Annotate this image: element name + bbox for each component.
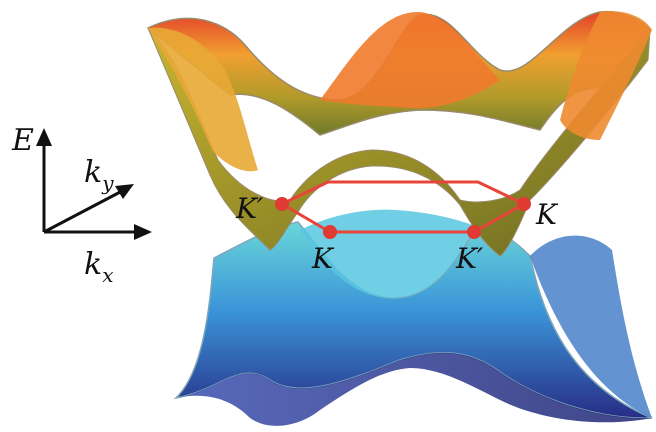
brillouin-zone-hexagon [275, 180, 531, 239]
ky-axis-label: ky [84, 155, 114, 195]
energy-axis-label: E [11, 123, 34, 158]
label-k-prime-front-right: K′ [455, 242, 484, 275]
label-k-front-left: K [311, 242, 335, 275]
dirac-point-k-front-left [323, 225, 337, 239]
kx-axis-label: kx [84, 247, 113, 287]
kx-base: k [84, 247, 102, 282]
lower-band-front-fold [176, 352, 652, 426]
kx-subscript: x [102, 263, 113, 287]
dirac-point-k-prime-left [275, 197, 289, 211]
lower-band [173, 209, 653, 426]
ky-subscript: y [101, 171, 114, 195]
ky-base: k [84, 155, 102, 190]
coordinate-axes: E ky kx [11, 123, 152, 287]
dirac-point-labels: K′ K K K′ [235, 192, 559, 275]
kx-axis-arrowhead [134, 224, 152, 240]
lower-band-right-lobe [530, 235, 652, 418]
ky-axis-line [43, 188, 125, 234]
upper-band-center-peak [320, 11, 500, 109]
label-k-prime-left: K′ [235, 192, 264, 225]
energy-axis-arrowhead [36, 128, 52, 146]
ky-axis-arrowhead [115, 184, 134, 199]
dirac-point-k-prime-front-right [467, 225, 481, 239]
dirac-point-k-right [517, 197, 531, 211]
label-k-right: K [535, 198, 559, 231]
upper-band-right-lobe [560, 11, 652, 140]
upper-band-left-lobe [148, 27, 258, 172]
